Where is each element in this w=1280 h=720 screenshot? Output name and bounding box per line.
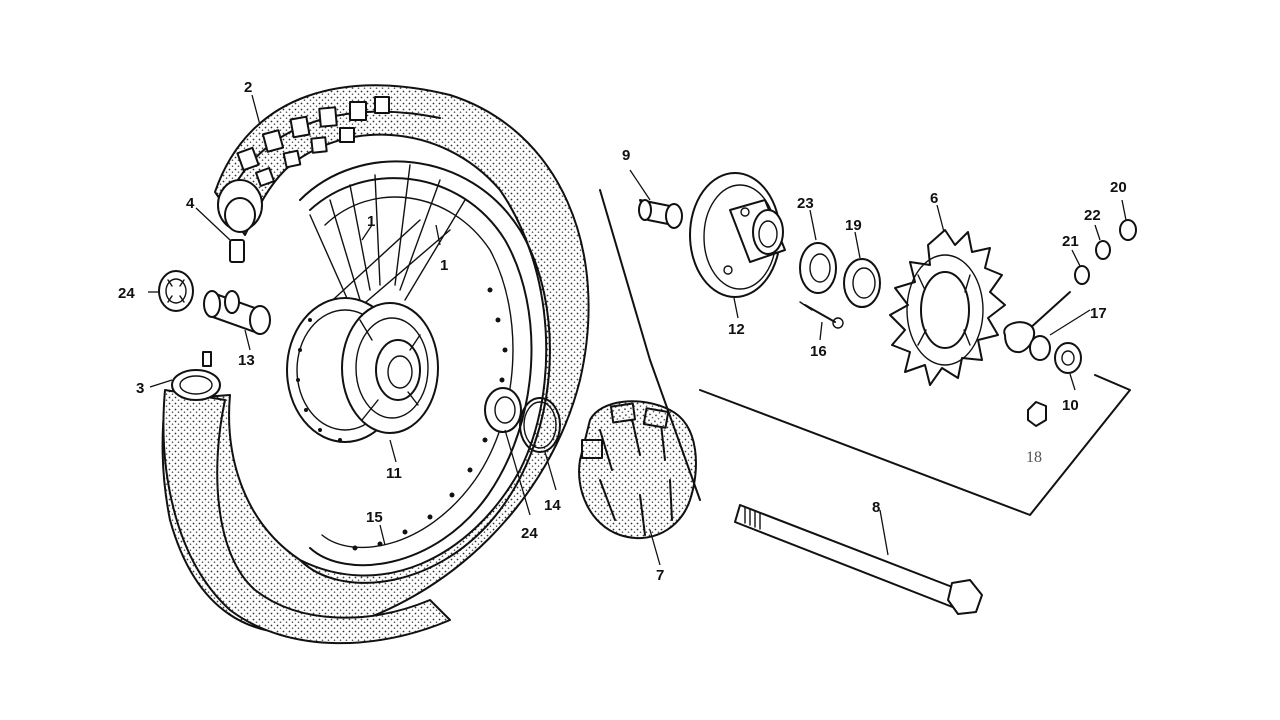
callout-11: 11 — [386, 465, 402, 482]
nut-10 — [1054, 342, 1082, 374]
valve — [229, 239, 245, 263]
inner-tube — [162, 351, 451, 645]
callout-7: 7 — [656, 567, 664, 584]
callout-1-upper: 1 — [367, 213, 375, 230]
callout-10: 10 — [1062, 397, 1079, 414]
tread-blocks — [236, 96, 390, 187]
chain-adjuster — [1003, 291, 1071, 361]
spacer — [638, 199, 683, 229]
bearing-right — [484, 387, 522, 433]
collar — [203, 290, 271, 335]
nut-18 — [1027, 401, 1047, 427]
callout-13: 13 — [238, 352, 255, 369]
callout-17: 17 — [1090, 305, 1107, 322]
callout-2: 2 — [244, 79, 252, 96]
leader-lines — [148, 94, 1127, 566]
callout-12: 12 — [728, 321, 745, 338]
callout-21: 21 — [1062, 233, 1079, 250]
callout-15: 15 — [366, 509, 383, 526]
oil-seal — [843, 258, 881, 308]
bearing-left — [158, 270, 194, 312]
rim — [299, 160, 551, 584]
axle — [734, 504, 983, 615]
callout-4: 4 — [186, 195, 195, 212]
washer-22 — [1095, 240, 1111, 260]
o-ring — [519, 397, 561, 453]
callout-23: 23 — [797, 195, 814, 212]
callout-24-left: 24 — [118, 285, 135, 302]
damper — [578, 400, 697, 540]
callout-3: 3 — [136, 380, 144, 397]
callout-1-right: 1 — [440, 257, 448, 274]
callout-9: 9 — [622, 147, 630, 164]
sprocket-flange — [689, 172, 786, 298]
callout-20: 20 — [1110, 179, 1127, 196]
stud — [799, 301, 844, 329]
sprocket — [889, 229, 1006, 386]
assembly-outline — [599, 189, 1131, 516]
hub — [286, 297, 439, 443]
callout-18: 18 — [1026, 449, 1042, 466]
washer-21 — [1074, 265, 1090, 285]
nut-20 — [1119, 219, 1137, 241]
callout-8: 8 — [872, 499, 880, 516]
bearing-23 — [799, 242, 837, 294]
callout-16: 16 — [810, 343, 827, 360]
callout-22: 22 — [1084, 207, 1101, 224]
callout-14: 14 — [544, 497, 561, 514]
callout-19: 19 — [845, 217, 862, 234]
callout-24-right: 24 — [521, 525, 538, 542]
callout-labels: 2 4 1 1 24 13 3 11 15 24 14 7 8 9 12 23 … — [118, 79, 1127, 584]
callout-6: 6 — [930, 190, 938, 207]
